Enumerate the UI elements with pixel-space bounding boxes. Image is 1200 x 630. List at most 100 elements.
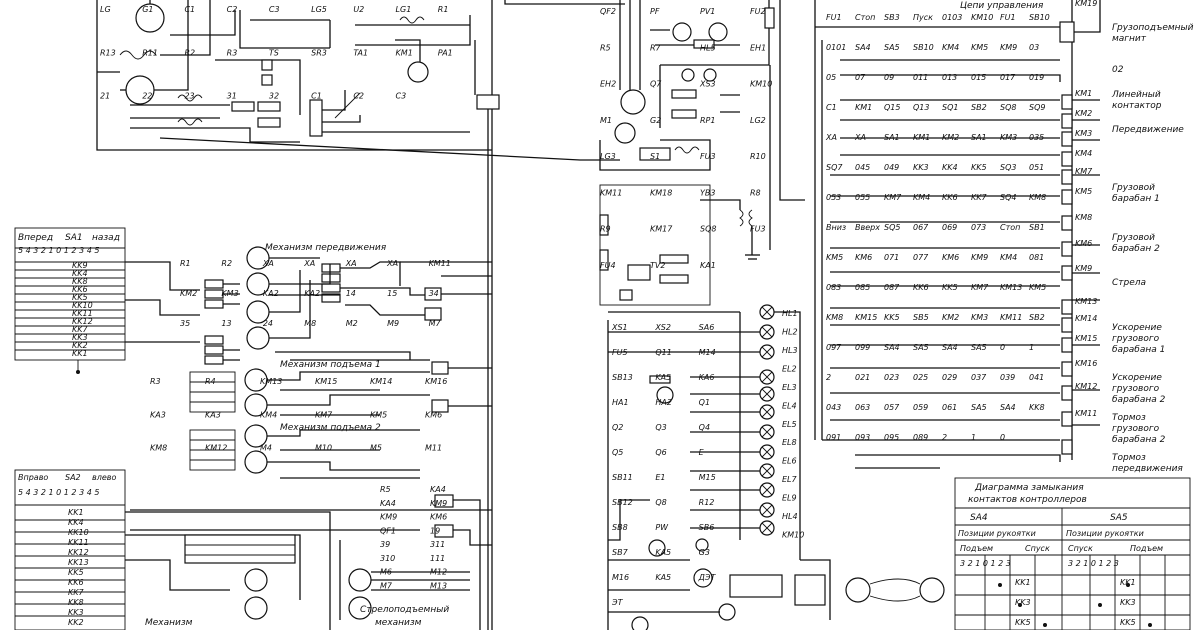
sa1-positions: 5 4 3 2 1 0 1 2 3 4 5 (18, 246, 99, 255)
control-label: KM3 (971, 313, 988, 322)
sa1-row-label: KK10 (72, 301, 93, 310)
control-label: KM8 (826, 313, 843, 322)
coil-label: KM13 (1075, 297, 1097, 306)
control-label: KM9 (1000, 43, 1017, 52)
diagram-nums1: 3 2 1 0 1 2 3 (960, 559, 1011, 568)
middle-label: Q7 (650, 80, 662, 89)
right-side-label: Ускорение (1112, 323, 1162, 333)
generator-label: R13 (100, 48, 116, 57)
right-side-label: барабан 1 (1112, 194, 1160, 204)
control-label: SB2 (971, 103, 987, 112)
control-label: C1 (826, 103, 837, 112)
control-label: FU1 (1000, 13, 1016, 22)
control-label: 1 (1029, 343, 1034, 352)
control-label: 099 (855, 343, 870, 352)
coil-label: KM8 (1075, 213, 1092, 222)
switch-label: ДЭТ (698, 573, 717, 582)
switch-label: SB12 (612, 498, 633, 507)
generator-label: R3 (227, 48, 238, 57)
coil-label: KM12 (1075, 382, 1097, 391)
travel-label: 13 (221, 319, 231, 328)
right-side-label: Передвижение (1112, 125, 1184, 135)
control-label: KK6 (913, 283, 929, 292)
control-label: 045 (855, 163, 870, 172)
generator-label: R11 (142, 48, 158, 57)
travel-label: KM11 (429, 259, 451, 268)
sa1-row-label: KK1 (72, 349, 88, 358)
sa1-row-label: KK11 (72, 309, 93, 318)
switch-label: E1 (655, 473, 665, 482)
right-side-label: барабана 2 (1112, 435, 1166, 445)
generator-label: G1 (142, 5, 153, 14)
switch-label: ЭТ (611, 598, 624, 607)
middle-label: FU4 (600, 261, 616, 270)
control-label: SQ4 (1000, 193, 1016, 202)
generator-label: 22 (142, 92, 152, 101)
control-label: 071 (884, 253, 899, 262)
middle-label: R9 (600, 225, 611, 234)
generator-label: LG (100, 5, 111, 14)
control-circuit-header: Цепи управления (960, 1, 1044, 11)
switch-label: SB11 (612, 473, 633, 482)
switch-label: M16 (612, 573, 629, 582)
boom-label: R5 (380, 485, 391, 494)
control-label: Вверх (855, 223, 880, 232)
hoist-label: M10 (315, 444, 332, 453)
control-label: KK4 (942, 163, 958, 172)
control-label: 013 (942, 73, 957, 82)
control-label: 039 (1000, 373, 1015, 382)
switch-label: XS1 (611, 323, 628, 332)
lamp-label: HL4 (782, 512, 798, 521)
right-side-label: контактор (1112, 101, 1162, 111)
right-side-label: барабана 2 (1112, 395, 1166, 405)
travel-label: KA2 (304, 289, 320, 298)
control-label: KM13 (1000, 283, 1022, 292)
right-side-label: Ускорение (1112, 373, 1162, 383)
sa1-row-label: KK4 (72, 269, 88, 278)
control-label: Стоп (1000, 223, 1020, 232)
mechanism-label: Механизм (145, 618, 193, 628)
control-label: KM15 (855, 313, 877, 322)
right-side-label: барабан 2 (1112, 244, 1160, 254)
travel-label: R1 (180, 259, 191, 268)
hoist-label: KM5 (370, 410, 387, 419)
boom-label: QF1 (380, 526, 396, 535)
hoist-label: KA3 (205, 410, 221, 419)
control-label: 021 (855, 373, 870, 382)
control-label: 067 (913, 223, 929, 232)
right-side-label: Грузовой (1112, 183, 1155, 193)
switch-label: SB8 (612, 523, 628, 532)
middle-label: KM10 (750, 80, 772, 89)
control-label: 061 (942, 403, 957, 412)
sa2-row-label: KK6 (68, 578, 84, 587)
coil-label: KM1 (1075, 89, 1092, 98)
switch-label: SA6 (699, 323, 715, 332)
sa1-row-label: KK2 (72, 341, 88, 350)
text-layer: Цепи управления Механизм передвижения Ме… (18, 1, 1163, 628)
control-label: SQ1 (942, 103, 958, 112)
control-circuit (814, 0, 1101, 469)
switch-label: Q1 (699, 398, 710, 407)
diagram-pos-1: Позиции рукоятки (958, 529, 1036, 538)
boom-label: KM9 (380, 513, 397, 522)
sa2-row-label: KK5 (68, 568, 84, 577)
lamps-column (607, 304, 945, 630)
generator-label: 23 (184, 92, 194, 101)
control-label: 03 (1029, 43, 1039, 52)
boom-label: 310 (380, 554, 395, 563)
boom-label: 19 (430, 526, 440, 535)
generator-label: C3 (396, 92, 407, 101)
control-label: Стоп (855, 13, 875, 22)
control-label: SB3 (884, 13, 900, 22)
switch-label: Q8 (655, 498, 666, 507)
control-label: KM4 (942, 43, 959, 52)
sa1-row-label: KK7 (72, 325, 88, 334)
middle-label: SQ8 (700, 225, 716, 234)
control-label: 025 (913, 373, 928, 382)
generator-label: 31 (227, 92, 237, 101)
middle-label: PV1 (700, 7, 715, 16)
